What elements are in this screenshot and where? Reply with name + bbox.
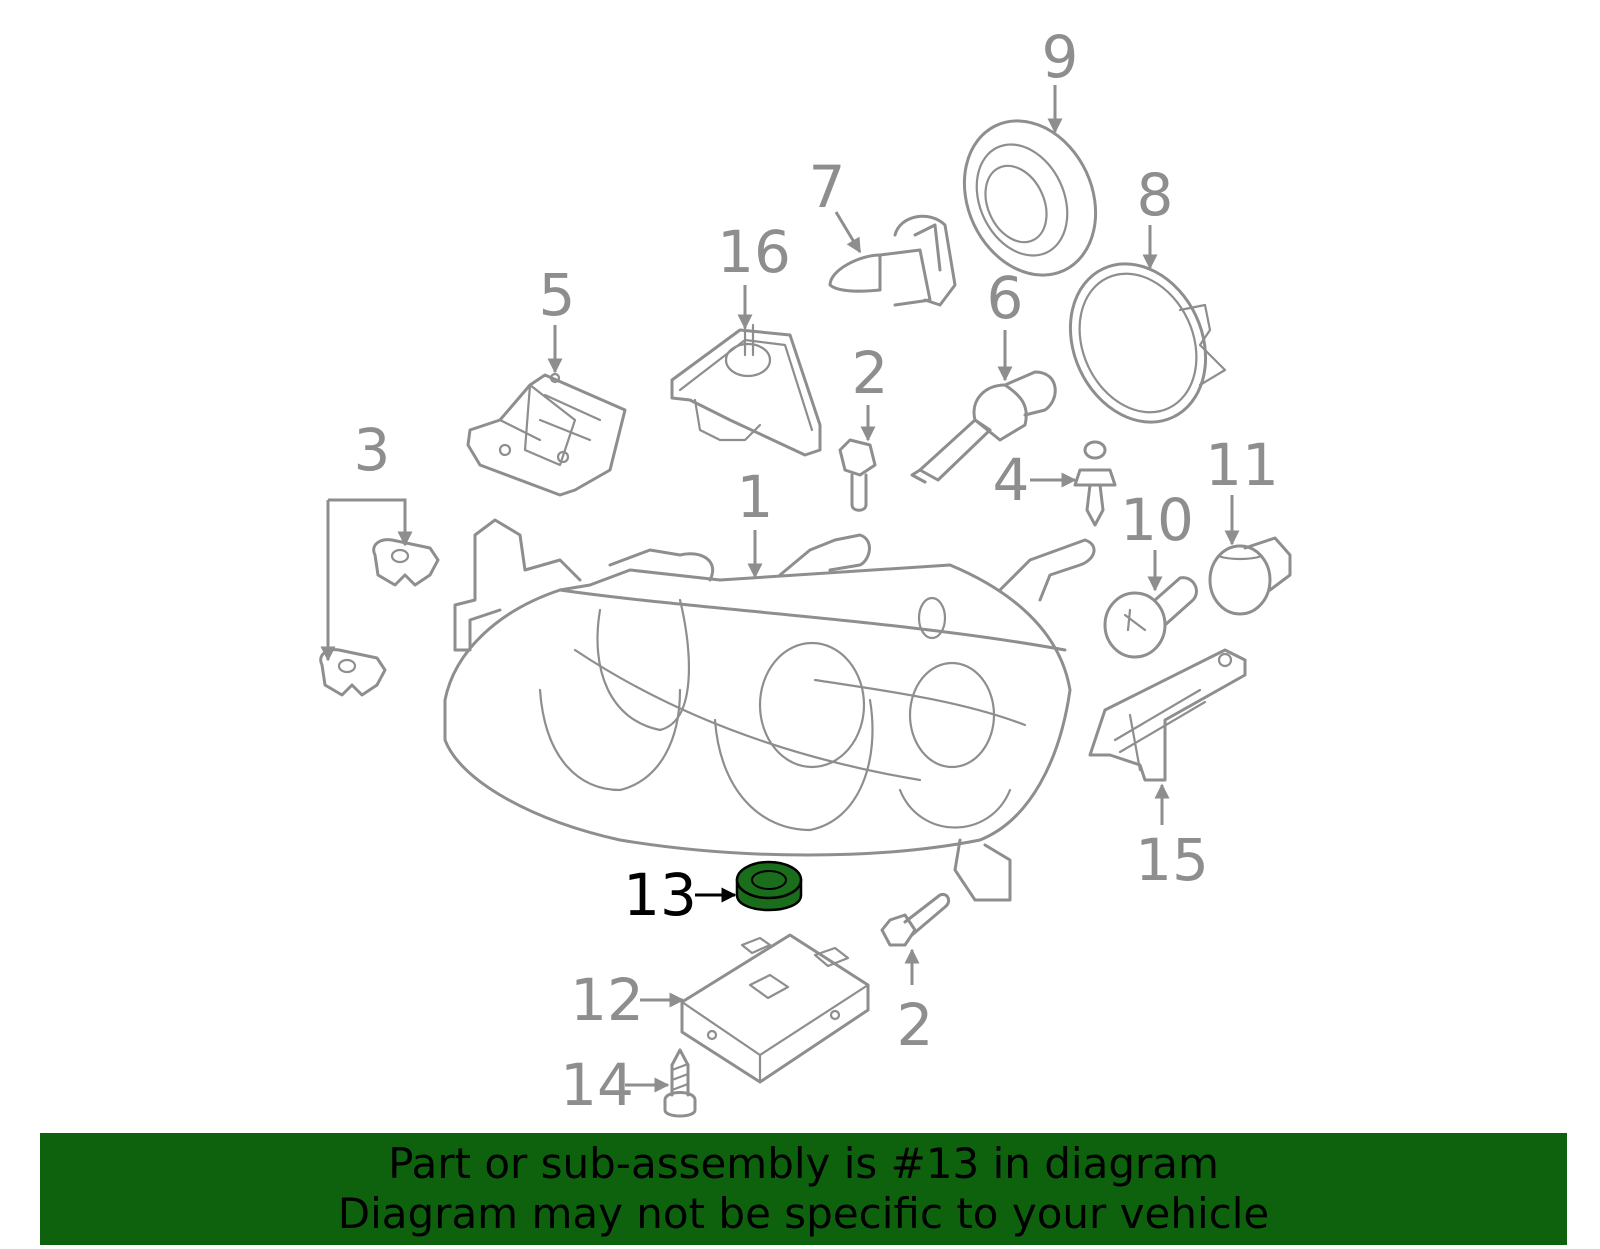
halogen-bulb-part-7[interactable] [828, 214, 957, 307]
screw-part-14[interactable] [663, 1048, 697, 1118]
grommet-part-13-highlighted[interactable] [735, 860, 803, 912]
socket-part-11[interactable] [1208, 536, 1292, 616]
bolt-part-2-lower[interactable] [880, 892, 951, 947]
clip-part-3-lower[interactable] [319, 648, 387, 697]
bulb-part-10[interactable] [1103, 576, 1198, 659]
callout-8[interactable]: 8 [1137, 161, 1174, 229]
callout-15[interactable]: 15 [1135, 826, 1209, 894]
callout-2-upper[interactable]: 2 [852, 339, 889, 407]
bracket-part-15[interactable] [1088, 648, 1247, 782]
callout-2-lower[interactable]: 2 [897, 991, 934, 1059]
callout-12[interactable]: 12 [570, 966, 644, 1034]
bolt-part-2-upper[interactable] [838, 438, 877, 512]
callout-7[interactable]: 7 [809, 153, 846, 221]
callout-14[interactable]: 14 [560, 1051, 634, 1119]
callout-1[interactable]: 1 [737, 463, 774, 531]
banner-line-part: Part or sub-assembly is #13 in diagram [388, 1139, 1219, 1188]
clip-part-3-upper[interactable] [372, 538, 440, 587]
cap-part-9[interactable] [940, 99, 1120, 296]
callout-9[interactable]: 9 [1042, 23, 1079, 91]
callout-lines [320, 85, 1240, 1093]
info-banner: Part or sub-assembly is #13 in diagram D… [40, 1133, 1567, 1245]
retaining-ring-part-8[interactable] [1045, 242, 1230, 445]
callout-10[interactable]: 10 [1120, 486, 1194, 554]
bracket-part-5[interactable] [466, 372, 627, 497]
callout-5[interactable]: 5 [539, 261, 576, 329]
ballast-part-12[interactable] [680, 933, 870, 1084]
callout-numbers: 1 2 2 3 4 5 6 7 8 9 10 11 12 13 14 15 16 [354, 23, 1279, 1119]
callout-4[interactable]: 4 [993, 446, 1030, 514]
callout-11[interactable]: 11 [1205, 431, 1279, 499]
callout-3[interactable]: 3 [354, 416, 391, 484]
callout-6[interactable]: 6 [987, 264, 1024, 332]
hid-bulb-part-6[interactable] [910, 370, 1057, 484]
callout-16[interactable]: 16 [717, 218, 791, 286]
headlamp-assembly-part-1[interactable] [443, 518, 1096, 902]
banner-line-disclaimer: Diagram may not be specific to your vehi… [337, 1189, 1270, 1238]
callout-13-highlighted[interactable]: 13 [623, 861, 697, 929]
push-pin-part-4[interactable] [1073, 440, 1117, 527]
cover-part-16[interactable] [670, 323, 822, 457]
